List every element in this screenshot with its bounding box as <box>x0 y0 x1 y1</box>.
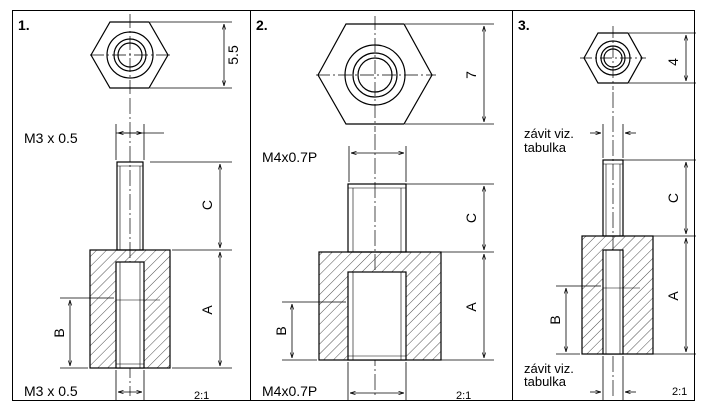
thread-top-label: M4x0.7P <box>262 149 317 165</box>
thread-bottom-dimension <box>347 362 407 400</box>
dim-c-a <box>406 183 494 361</box>
hex-dimension <box>150 21 232 89</box>
thread-bottom-label-line1: závit viz. <box>524 361 574 376</box>
hex-nut-view <box>316 16 436 132</box>
scale-label: 2:1 <box>672 386 687 398</box>
dim-a-label: A <box>199 305 215 315</box>
hex-nut-view <box>580 26 646 90</box>
internal-thread <box>602 249 624 355</box>
panel-number: 3. <box>518 17 530 33</box>
panel-3: 3. 4 závit viz. tabulka <box>518 17 696 400</box>
thread-bottom-label: M4x0.7P <box>262 383 317 399</box>
dim-c-label: C <box>199 200 215 210</box>
dim-c-label: C <box>665 193 681 203</box>
dim-b <box>282 301 346 361</box>
thread-bottom-dimension <box>590 356 636 400</box>
dim-b-label: B <box>547 315 563 324</box>
dim-b <box>556 285 601 355</box>
thread-top-label-line2: tabulka <box>524 140 567 155</box>
outer-frame <box>12 10 695 401</box>
dim-c-a <box>623 159 696 355</box>
thread-top-dimension <box>348 146 407 182</box>
dim-c-a <box>150 161 232 369</box>
dim-b-label: B <box>51 328 67 337</box>
thread-bottom-label: M3 x 0.5 <box>24 383 78 399</box>
thread-top-dimension <box>115 124 164 160</box>
hex-dim-label: 7 <box>463 71 479 79</box>
panel-frames <box>12 10 695 401</box>
dim-b <box>60 297 114 369</box>
internal-thread <box>347 271 407 361</box>
dim-b-label: B <box>273 326 289 335</box>
dim-c-label: C <box>463 213 479 223</box>
hex-nut-view <box>90 14 172 96</box>
threaded-stud <box>347 183 407 253</box>
panel-1: 1. 5.5 M3 x 0.5 <box>18 14 241 402</box>
thread-top-label-line1: závit viz. <box>524 126 574 141</box>
panel-2: 2. 7 M4x0.7P <box>256 16 494 402</box>
scale-label: 2:1 <box>456 390 471 402</box>
thread-bottom-dimension <box>115 370 145 400</box>
thread-bottom-label-line2: tabulka <box>524 374 567 389</box>
dim-a-label: A <box>463 302 479 312</box>
thread-top-label: M3 x 0.5 <box>24 130 78 146</box>
hex-dim-label: 4 <box>665 58 681 66</box>
dim-a-label: A <box>665 291 681 301</box>
hex-dimension <box>405 23 494 125</box>
scale-label: 2:1 <box>194 390 209 402</box>
panel-number: 2. <box>256 17 268 33</box>
hex-dimension <box>629 32 696 84</box>
panel-number: 1. <box>18 17 30 33</box>
hex-dim-label: 5.5 <box>225 45 241 65</box>
internal-thread <box>115 261 145 369</box>
thread-top-dimension <box>590 124 636 158</box>
